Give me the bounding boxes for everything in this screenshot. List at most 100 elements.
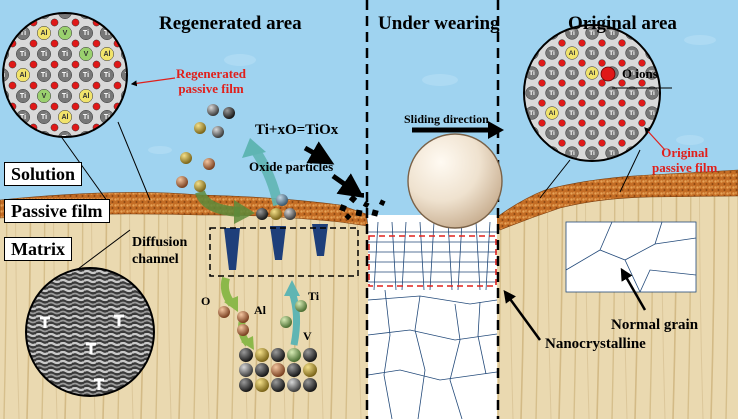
o-ion: [578, 79, 586, 87]
ti-atom-label: Ti: [569, 150, 575, 157]
ti-atom: [121, 68, 127, 82]
ti-atom: [625, 66, 639, 80]
o-ion: [638, 119, 646, 127]
zoom-line-right-2: [619, 149, 641, 193]
o-ion: [618, 139, 626, 147]
ti-atom: [37, 47, 51, 61]
matrix-zoom-border: [25, 267, 155, 397]
ti-atom: [545, 46, 559, 60]
al-atom: [16, 68, 30, 82]
ti-atom: [585, 46, 599, 60]
ti-atom: [605, 126, 619, 140]
v-atom-label: V: [63, 30, 68, 37]
reaction-arrow: [303, 141, 335, 165]
diffusion-channel-label: Diffusion channel: [132, 235, 188, 267]
element-v-label: V: [303, 329, 312, 343]
under-wearing-title: Under wearing: [378, 13, 500, 34]
o-ions-label: O ions: [622, 66, 658, 81]
ti-atom: [585, 146, 599, 160]
ti-atom-label: Ti: [41, 72, 47, 79]
ti-atom-label: Ti: [649, 70, 655, 77]
ti-atom: [37, 110, 51, 124]
ti-atom: [545, 126, 559, 140]
al-atom-label: Al: [61, 114, 68, 121]
ti-atom: [605, 86, 619, 100]
ti-atom: [625, 126, 639, 140]
regenerated-pointer: [130, 77, 176, 87]
ti-atom: [100, 89, 114, 103]
o-ion: [578, 99, 586, 107]
ti-atom-label: Ti: [629, 70, 635, 77]
ti-atom-label: Ti: [529, 90, 535, 97]
ti-atom: [100, 68, 114, 82]
o-ion: [71, 81, 80, 90]
o-ion: [558, 39, 566, 47]
o-ion: [598, 59, 606, 67]
al-atom-label: Al: [569, 50, 576, 57]
ti-atom: [565, 126, 579, 140]
ti-atom-label: Ti: [589, 130, 595, 137]
ti-atom: [16, 89, 30, 103]
ti-atom-label: Ti: [549, 70, 555, 77]
ti-atom-label: Ti: [589, 90, 595, 97]
o-ion: [71, 18, 80, 27]
ti-atom-label: Ti: [609, 90, 615, 97]
al-atom-label: Al: [589, 70, 596, 77]
o-ion: [638, 59, 646, 67]
ti-atom: [605, 106, 619, 120]
ti-atom-label: Ti: [609, 130, 615, 137]
al-atom-label: Al: [103, 51, 110, 58]
ti-atom-label: Ti: [589, 150, 595, 157]
ti-atom-label: Ti: [20, 30, 26, 37]
regenerated-area-title: Regenerated area: [159, 13, 302, 34]
ti-atom-label: Ti: [629, 90, 635, 97]
ti-atom-label: Ti: [609, 30, 615, 37]
o-ion: [71, 60, 80, 69]
ti-atom: [625, 46, 639, 60]
o-ion: [71, 102, 80, 111]
ti-atom-label: Ti: [125, 72, 131, 79]
matrix-lattice: [239, 348, 317, 392]
ti-atom-label: Ti: [549, 50, 555, 57]
ti-atom-label: Ti: [629, 130, 635, 137]
o-ion: [29, 102, 38, 111]
o-ion: [558, 139, 566, 147]
ti-atom-label: Ti: [629, 110, 635, 117]
al-atom: [100, 47, 114, 61]
ti-atom: [58, 13, 72, 19]
ti-atom-label: Ti: [569, 110, 575, 117]
zoom-line-left-2: [117, 121, 151, 201]
o-ion: [538, 79, 546, 87]
ti-atom-label: Ti: [589, 50, 595, 57]
o-ion: [538, 99, 546, 107]
o-ion: [113, 60, 122, 69]
ti-atom-label: Ti: [609, 110, 615, 117]
passive-film-label: Passive film: [4, 199, 110, 223]
al-atom: [585, 66, 599, 80]
ti-atom-label: Ti: [83, 72, 89, 79]
v-atom-label: V: [84, 51, 89, 58]
ti-atom: [545, 86, 559, 100]
o-ion: [598, 39, 606, 47]
ti-atom-label: Ti: [529, 110, 535, 117]
o-ion: [598, 139, 606, 147]
ti-atom-label: Ti: [20, 51, 26, 58]
o-ion: [92, 39, 101, 48]
ti-atom-label: Ti: [569, 30, 575, 37]
normal-grain-pointer: [620, 267, 647, 311]
o-ion: [598, 119, 606, 127]
o-ion: [578, 139, 586, 147]
o-ion: [638, 99, 646, 107]
nanocrystalline-label: Nanocrystalline: [545, 336, 646, 352]
diffusion-channels: [224, 224, 328, 270]
original-film-label: Original passive film: [652, 145, 718, 175]
o-ion: [558, 59, 566, 67]
ti-atom: [3, 68, 9, 82]
o-ion: [71, 123, 80, 132]
o-ion: [558, 119, 566, 127]
sliding-arrow-head: [488, 121, 504, 139]
oxide-particles-label: Oxide particles: [249, 159, 334, 174]
o-ion: [92, 60, 101, 69]
ti-atom: [565, 86, 579, 100]
